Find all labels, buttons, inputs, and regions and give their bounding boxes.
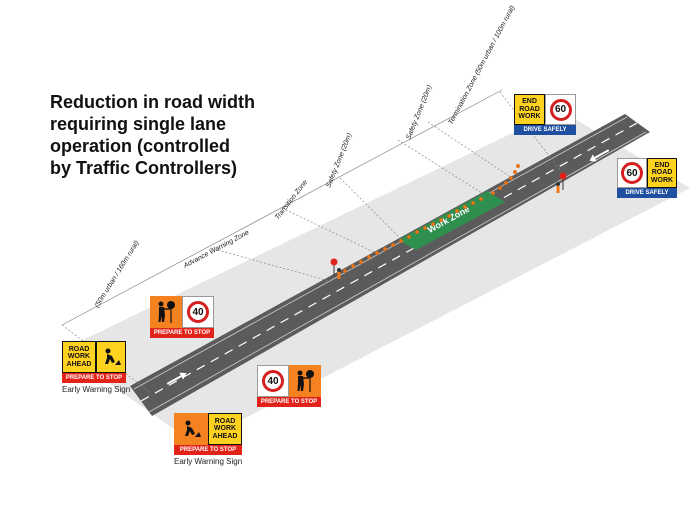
speed-panel: 40 — [257, 365, 289, 397]
road-edge-line — [133, 116, 628, 390]
arrow-right-icon — [166, 372, 187, 385]
end-road-work-sign-top: END ROAD WORK 60 DRIVE SAFELY — [514, 94, 576, 135]
early-warning-sign-bottom: ROAD WORK AHEAD PREPARE TO STOP Early Wa… — [174, 413, 242, 466]
worker-digging-icon — [105, 348, 121, 365]
sign-text: ROAD — [214, 417, 236, 425]
safety-zone-right-label: Safety Zone (20m) — [405, 84, 433, 140]
prepare-to-stop-bar: PREPARE TO STOP — [257, 397, 321, 407]
speed-limit-40: 40 — [262, 370, 284, 392]
worker-panel — [96, 341, 126, 373]
early-warning-sign-left: ROAD WORK AHEAD PREPARE TO STOP Early Wa… — [62, 341, 130, 394]
sign-text: WORK — [518, 113, 541, 121]
sign-text: WORK — [67, 353, 91, 361]
worker-digging-icon — [185, 420, 201, 437]
speed-limit-40: 40 — [187, 301, 209, 323]
early-warning-caption: Early Warning Sign — [174, 457, 243, 466]
zone-boundary — [339, 177, 406, 244]
sign-text: AHEAD — [212, 432, 238, 440]
diagram-title: Reduction in road width requiring single… — [50, 91, 300, 179]
prepare-to-stop-bar: PREPARE TO STOP — [150, 328, 214, 338]
termination-label: Termination Zone (50m urban / 100m rural… — [448, 5, 517, 126]
advance-distance-label: (50m urban / 160m rural) — [94, 240, 141, 309]
safety-zone-left-label: Safety Zone (20m) — [325, 132, 353, 188]
sign-text: WORK — [650, 176, 674, 184]
end-road-work-sign-right: 60 END ROAD WORK DRIVE SAFELY — [617, 158, 677, 198]
worker-panel — [174, 413, 208, 445]
zone-boundary — [61, 324, 151, 393]
traffic-controller-icon — [330, 258, 341, 279]
traffic-controller-icon — [297, 370, 314, 392]
traffic-controller-icon — [556, 172, 567, 193]
speed-panel: 60 — [545, 94, 576, 125]
speed-panel: 40 — [182, 296, 214, 328]
sign-text: ROAD — [519, 105, 540, 113]
zone-boundary — [397, 139, 486, 196]
title-line: Reduction in road width — [50, 92, 255, 112]
controller-panel — [150, 296, 182, 328]
title-line: by Traffic Controllers) — [50, 158, 238, 178]
zone-boundary — [427, 121, 513, 179]
traffic-cone-icon — [343, 163, 521, 274]
traffic-controller-icon — [158, 301, 175, 323]
speed-limit-60: 60 — [549, 98, 572, 121]
prepare-to-stop-bar: PREPARE TO STOP — [174, 445, 242, 455]
sign-text: END — [654, 161, 670, 169]
road-surface — [130, 114, 650, 416]
end-road-work-panel: END ROAD WORK — [647, 158, 677, 188]
road-work-ahead-panel: ROAD WORK AHEAD — [62, 341, 96, 373]
zone-boundary — [209, 247, 334, 283]
speed-limit-60: 60 — [621, 162, 643, 184]
sign-text: END — [522, 98, 537, 106]
prepare-to-stop-bar: PREPARE TO STOP — [62, 373, 126, 383]
work-zone-area — [398, 191, 505, 250]
transition-label: Transition Zone — [274, 179, 309, 221]
sign-text: WORK — [213, 425, 237, 433]
controller-panel — [289, 365, 321, 397]
drive-safely-bar: DRIVE SAFELY — [514, 125, 576, 135]
controller-speed-sign-lower: 40 PREPARE TO STOP — [257, 365, 321, 407]
speed-panel: 60 — [617, 158, 647, 188]
drive-safely-bar: DRIVE SAFELY — [617, 188, 677, 198]
arrow-left-icon — [589, 149, 610, 162]
road-work-ahead-panel: ROAD WORK AHEAD — [208, 413, 242, 445]
dimension-line — [61, 89, 503, 326]
sign-text: AHEAD — [66, 360, 92, 368]
sign-text: ROAD — [68, 345, 90, 353]
end-road-work-panel: END ROAD WORK — [514, 94, 545, 125]
advance-warning-label: Advance Warning Zone — [182, 229, 251, 270]
sign-text: ROAD — [651, 169, 673, 177]
title-line: requiring single lane — [50, 114, 227, 134]
title-line: operation (controlled — [50, 136, 230, 156]
early-warning-caption: Early Warning Sign — [62, 385, 131, 394]
controller-speed-sign-upper: 40 PREPARE TO STOP — [150, 296, 214, 338]
